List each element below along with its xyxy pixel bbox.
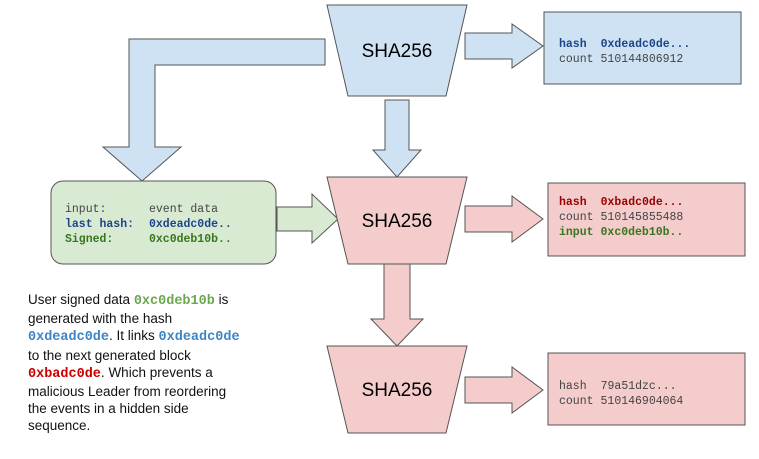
- event-signed-key: Signed:: [65, 233, 113, 246]
- block-2-input-key: input: [559, 226, 594, 239]
- block-1-count-value: 510144806912: [601, 53, 684, 66]
- arrow-down-blue: [371, 99, 423, 178]
- loop-arrow-blue: [101, 38, 326, 182]
- arrow-to-block2: [464, 195, 544, 243]
- block-2-hash-value: 0xbadc0de...: [601, 196, 684, 209]
- caption-text-1: User signed data: [28, 292, 134, 307]
- block-1-hash-key: hash: [559, 38, 587, 51]
- event-input-value: event data: [149, 203, 218, 216]
- caption-text-3: . It links: [109, 328, 159, 344]
- caption-signed-value: 0xc0deb10b: [133, 294, 215, 309]
- caption-text-5: .: [100, 364, 105, 380]
- arrow-to-block3: [464, 366, 544, 414]
- hasher-2: SHA256: [326, 176, 468, 265]
- caption-text-6: Which prevents a malicious Leader from r…: [28, 364, 227, 434]
- caption-hash-1: 0xdeadc0de: [28, 330, 110, 346]
- arrow-to-block1: [464, 23, 544, 69]
- block-3-hash-key: hash: [559, 380, 587, 393]
- hasher-1: SHA256: [326, 4, 468, 97]
- block-2-input-value: 0xc0deb10b..: [601, 226, 684, 239]
- block-3-count-value: 510146904064: [601, 395, 684, 408]
- arrow-event-to-hasher: [276, 192, 339, 245]
- block-2-count-value: 510145855488: [601, 211, 684, 224]
- arrow-down-red: [369, 261, 425, 347]
- block-1-hash-value: 0xdeadc0de...: [601, 38, 691, 51]
- explanation-caption: User signed data 0xc0deb10b is generated…: [28, 291, 243, 435]
- block-3-hash-value: 79a51dzc...: [601, 380, 677, 393]
- event-signed-value: 0xc0deb10b..: [149, 233, 232, 246]
- hasher-3: SHA256: [326, 345, 468, 434]
- caption-hash-2: 0xbadc0de: [28, 366, 101, 382]
- block-1: hash 0xdeadc0de... count 510144806912: [543, 11, 742, 85]
- hasher-3-label: SHA256: [362, 380, 433, 401]
- caption-text-4: to the next generated block: [28, 347, 191, 363]
- event-last-hash-key: last hash:: [65, 218, 134, 231]
- block-2-hash-key: hash: [559, 196, 587, 209]
- caption-text-2: is generated with the hash: [28, 292, 229, 327]
- block-1-count-key: count: [559, 53, 594, 66]
- caption-hash-1b: 0xdeadc0de: [158, 330, 240, 346]
- event-last-hash-value: 0xdeadc0de..: [149, 218, 232, 231]
- block-3: hash 79a51dzc... count 510146904064: [547, 352, 746, 426]
- event-input-key: input:: [65, 203, 106, 216]
- event-box: input: event data last hash: 0xdeadc0de.…: [50, 180, 277, 265]
- block-2: hash 0xbadc0de... count 510145855488 input…: [547, 182, 746, 257]
- hasher-2-label: SHA256: [362, 211, 433, 232]
- block-3-count-key: count: [559, 395, 594, 408]
- hasher-1-label: SHA256: [362, 41, 433, 62]
- block-2-count-key: count: [559, 211, 594, 224]
